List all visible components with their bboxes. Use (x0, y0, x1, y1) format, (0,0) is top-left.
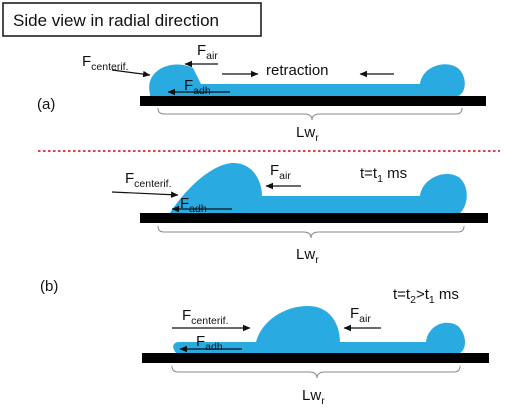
panel-b-stage-1: Fcenterif. Fair t=t1 ms Fadh Lwr (111, 162, 488, 266)
panel-a-f-centerif-arrow (111, 69, 151, 78)
panel-b1-f-centerif-arrow (111, 191, 179, 198)
panel-b2-lw-label: Lwr (302, 387, 325, 407)
title-text: Side view in radial direction (13, 11, 219, 30)
panel-b2-f-adh-label: Fadh (196, 333, 223, 353)
panel-b1-f-centerif-label: Fcenterif. (125, 170, 172, 190)
panel-b1-lw-bracket (157, 225, 465, 239)
panel-a-f-adh-label: Fadh (184, 77, 211, 97)
panel-b2-substrate (142, 353, 489, 363)
panel-a-lw-label: Lwr (296, 124, 319, 144)
panel-b1-time-label: t=t1 ms (360, 165, 407, 185)
panel-b2-liquid-film (173, 306, 465, 353)
panel-a-lw-bracket (157, 107, 463, 121)
panel-a: (a) Fcenterif. Fair retraction Fadh Lwr (37, 42, 486, 144)
panel-b2-f-air-label: Fair (350, 305, 371, 325)
panel-a-substrate (140, 96, 486, 106)
panel-a-f-centerif-label: Fcenterif. (82, 53, 129, 73)
panel-a-liquid-film (149, 64, 465, 96)
panel-b2-lw-bracket (171, 365, 461, 379)
panel-b1-lw-label: Lwr (296, 246, 319, 266)
panel-b1-f-air-label: Fair (270, 162, 291, 182)
title-box: Side view in radial direction (2, 2, 262, 37)
panel-a-label: (a) (37, 96, 55, 113)
panel-a-f-air-label: Fair (197, 42, 218, 62)
panel-b1-substrate (140, 213, 488, 223)
panel-b-label: (b) (40, 278, 58, 295)
panel-a-retraction-label: retraction (266, 62, 329, 79)
panel-b1-liquid-film (170, 162, 467, 213)
panel-b2-time-label: t=t2>t1 ms (393, 286, 459, 306)
panel-b2-f-centerif-label: Fcenterif. (182, 307, 229, 327)
panel-b-stage-2: Fcenterif. Fair t=t2>t1 ms Fadh Lwr (142, 286, 489, 407)
